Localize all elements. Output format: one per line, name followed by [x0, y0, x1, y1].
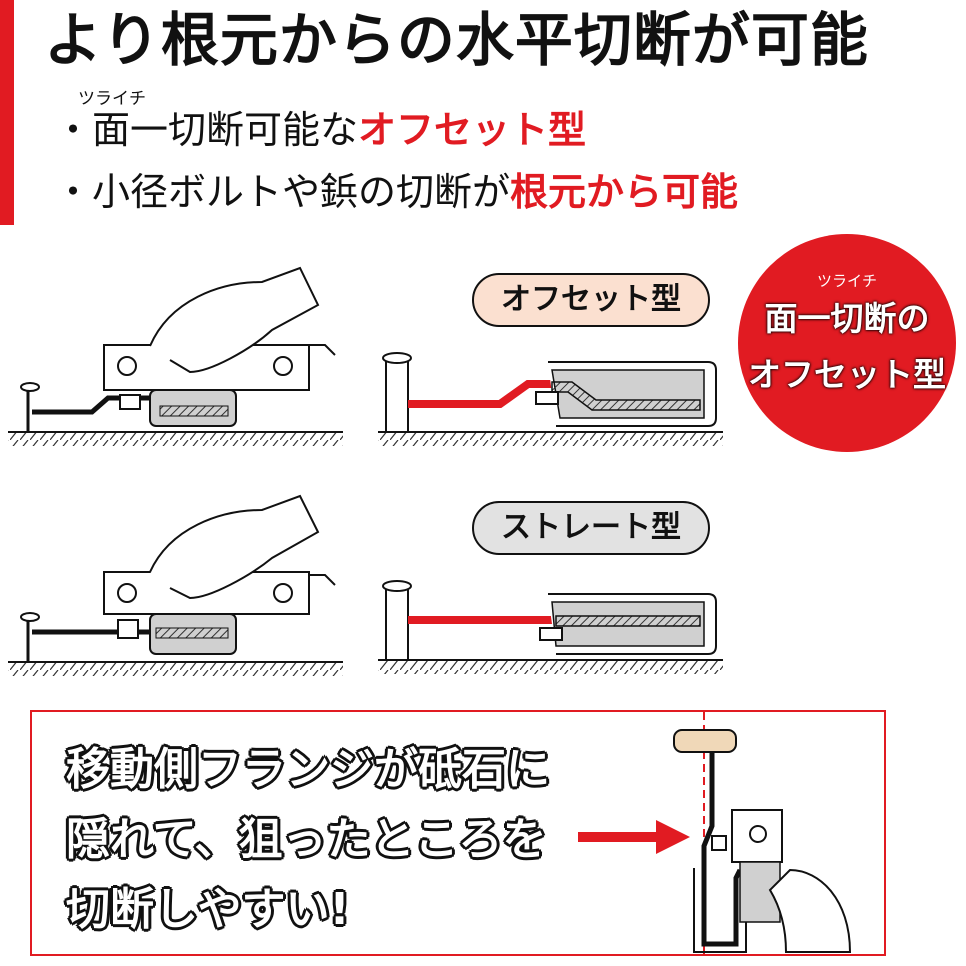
- page-title: より根元からの水平切断が可能: [44, 6, 869, 74]
- arrow-right-icon: [578, 820, 690, 854]
- offset-badge: ツライチ 面一切断の オフセット型: [738, 234, 956, 452]
- callout-line-2: 隠れて、狙ったところを: [66, 814, 547, 865]
- callout-line-3: 切断しやすい!: [66, 884, 350, 935]
- accent-bar: [0, 0, 14, 225]
- offset-section-illustration: [378, 352, 723, 446]
- bullet-1-ruby: ツライチ: [78, 89, 146, 109]
- offset-type-label: オフセット型: [472, 273, 710, 327]
- flange-detail-illustration: [673, 712, 852, 954]
- callout-line-1: 移動側フランジが砥石に: [66, 744, 550, 795]
- bullet-1-highlight: オフセット型: [358, 108, 587, 152]
- straight-section-illustration: [378, 580, 723, 674]
- badge-line-2: オフセット型: [748, 355, 946, 394]
- bullet-2: ・小径ボルトや鋲の切断が根元から可能: [54, 168, 738, 216]
- bullet-2-highlight: 根元から可能: [510, 170, 739, 214]
- offset-tool-illustration: [8, 266, 343, 446]
- bullet-2-text: ・小径ボルトや鋲の切断が: [54, 170, 511, 214]
- straight-tool-illustration: [8, 494, 343, 676]
- straight-type-label: ストレート型: [472, 501, 710, 555]
- callout-box: [30, 710, 886, 956]
- badge-line-1: 面一切断の: [764, 299, 930, 338]
- bullet-1: ・面一切断可能なオフセット型: [54, 106, 586, 154]
- badge-ruby: ツライチ: [816, 272, 877, 290]
- bullet-1-text: ・面一切断可能な: [54, 108, 359, 152]
